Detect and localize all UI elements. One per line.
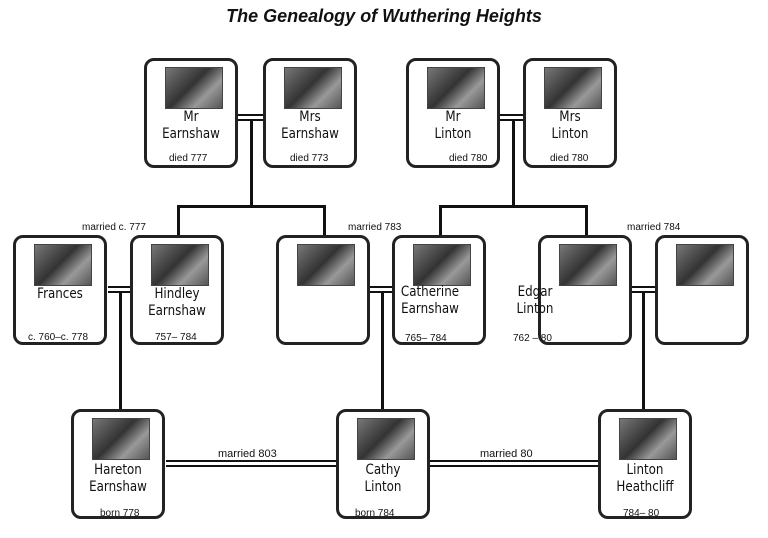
- portrait-photo: [413, 244, 471, 286]
- person-card-catherine[interactable]: [392, 235, 486, 345]
- portrait-photo: [427, 67, 485, 109]
- person-card-edgar[interactable]: [538, 235, 632, 345]
- descent-line: [381, 293, 384, 410]
- person-name: Linton: [626, 462, 664, 478]
- person-card-cathy[interactable]: Cathy Linton born 784: [336, 409, 430, 519]
- diagram-title: The Genealogy of Wuthering Heights: [226, 6, 542, 26]
- person-card-mr-linton[interactable]: Mr Linton died 780: [406, 58, 500, 168]
- person-name: Cathy: [365, 462, 401, 478]
- person-card-mr-earnshaw[interactable]: Mr Earnshaw died 777: [144, 58, 238, 168]
- descent-line: [177, 205, 180, 235]
- portrait-photo: [559, 244, 617, 286]
- person-name: Frances: [37, 286, 83, 302]
- person-name: Hindley: [154, 286, 200, 302]
- marriage-line: [108, 286, 132, 293]
- portrait-photo: [297, 244, 355, 286]
- marriage-label: married 803: [218, 448, 277, 460]
- person-name: Earnshaw: [401, 301, 459, 317]
- person-name: Mrs: [299, 109, 321, 125]
- person-name: Earnshaw: [281, 126, 339, 142]
- marriage-line: [369, 286, 393, 293]
- person-dates: 784– 80: [623, 508, 660, 519]
- person-name: Mr: [183, 109, 199, 125]
- portrait-photo: [357, 418, 415, 460]
- person-dates: 757– 784: [155, 332, 197, 343]
- portrait-photo: [165, 67, 223, 109]
- descent-line: [250, 121, 253, 208]
- person-name: Mrs: [559, 109, 581, 125]
- person-card-hindley[interactable]: Hindley Earnshaw 757– 784: [130, 235, 224, 345]
- marriage-label: married c. 777: [82, 222, 146, 233]
- marriage-label: married 784: [627, 222, 681, 233]
- descent-line: [439, 205, 442, 235]
- person-card-frances[interactable]: Frances c. 760–c. 778: [13, 235, 107, 345]
- person-dates: died 780: [449, 153, 488, 164]
- person-card-unnamed[interactable]: [276, 235, 370, 345]
- person-name: Linton: [434, 126, 472, 142]
- person-dates: born 778: [100, 508, 140, 519]
- person-name: Heathcliff: [616, 479, 674, 495]
- portrait-photo: [151, 244, 209, 286]
- sibling-line: [177, 205, 326, 208]
- person-card-heathcliff[interactable]: [655, 235, 749, 345]
- marriage-line: [499, 114, 525, 121]
- person-name: Mr: [445, 109, 461, 125]
- person-name: Earnshaw: [162, 126, 220, 142]
- portrait-photo: [619, 418, 677, 460]
- descent-line: [323, 205, 326, 235]
- portrait-photo: [284, 67, 342, 109]
- person-name: Catherine: [400, 284, 460, 300]
- person-card-mrs-earnshaw[interactable]: Mrs Earnshaw died 773: [263, 58, 357, 168]
- descent-line: [119, 293, 122, 410]
- marriage-label: married 783: [348, 222, 402, 233]
- person-dates: 765– 784: [405, 333, 447, 344]
- person-card-linton-heathcliff[interactable]: Linton Heathcliff 784– 80: [598, 409, 692, 519]
- descent-line: [585, 205, 588, 235]
- person-name: Earnshaw: [148, 303, 206, 319]
- marriage-line: [166, 460, 338, 467]
- person-name: Earnshaw: [89, 479, 147, 495]
- person-dates: 762 – 80: [513, 333, 552, 344]
- portrait-photo: [34, 244, 92, 286]
- marriage-line: [632, 286, 656, 293]
- marriage-line: [430, 460, 600, 467]
- portrait-photo: [544, 67, 602, 109]
- sibling-line: [439, 205, 588, 208]
- person-name: Linton: [551, 126, 589, 142]
- descent-line: [512, 121, 515, 208]
- person-dates: died 780: [550, 153, 589, 164]
- marriage-line: [237, 114, 265, 121]
- person-dates: c. 760–c. 778: [28, 332, 89, 343]
- person-dates: born 784: [355, 508, 395, 519]
- marriage-label: married 80: [480, 448, 533, 460]
- person-name: Edgar: [517, 284, 553, 300]
- person-card-mrs-linton[interactable]: Mrs Linton died 780: [523, 58, 617, 168]
- person-name: Hareton: [94, 462, 142, 478]
- person-name: Linton: [516, 301, 554, 317]
- portrait-photo: [92, 418, 150, 460]
- person-name: Linton: [364, 479, 402, 495]
- person-dates: died 773: [290, 153, 329, 164]
- person-dates: died 777: [169, 153, 208, 164]
- portrait-photo: [676, 244, 734, 286]
- person-card-hareton[interactable]: Hareton Earnshaw born 778: [71, 409, 165, 519]
- descent-line: [642, 293, 645, 410]
